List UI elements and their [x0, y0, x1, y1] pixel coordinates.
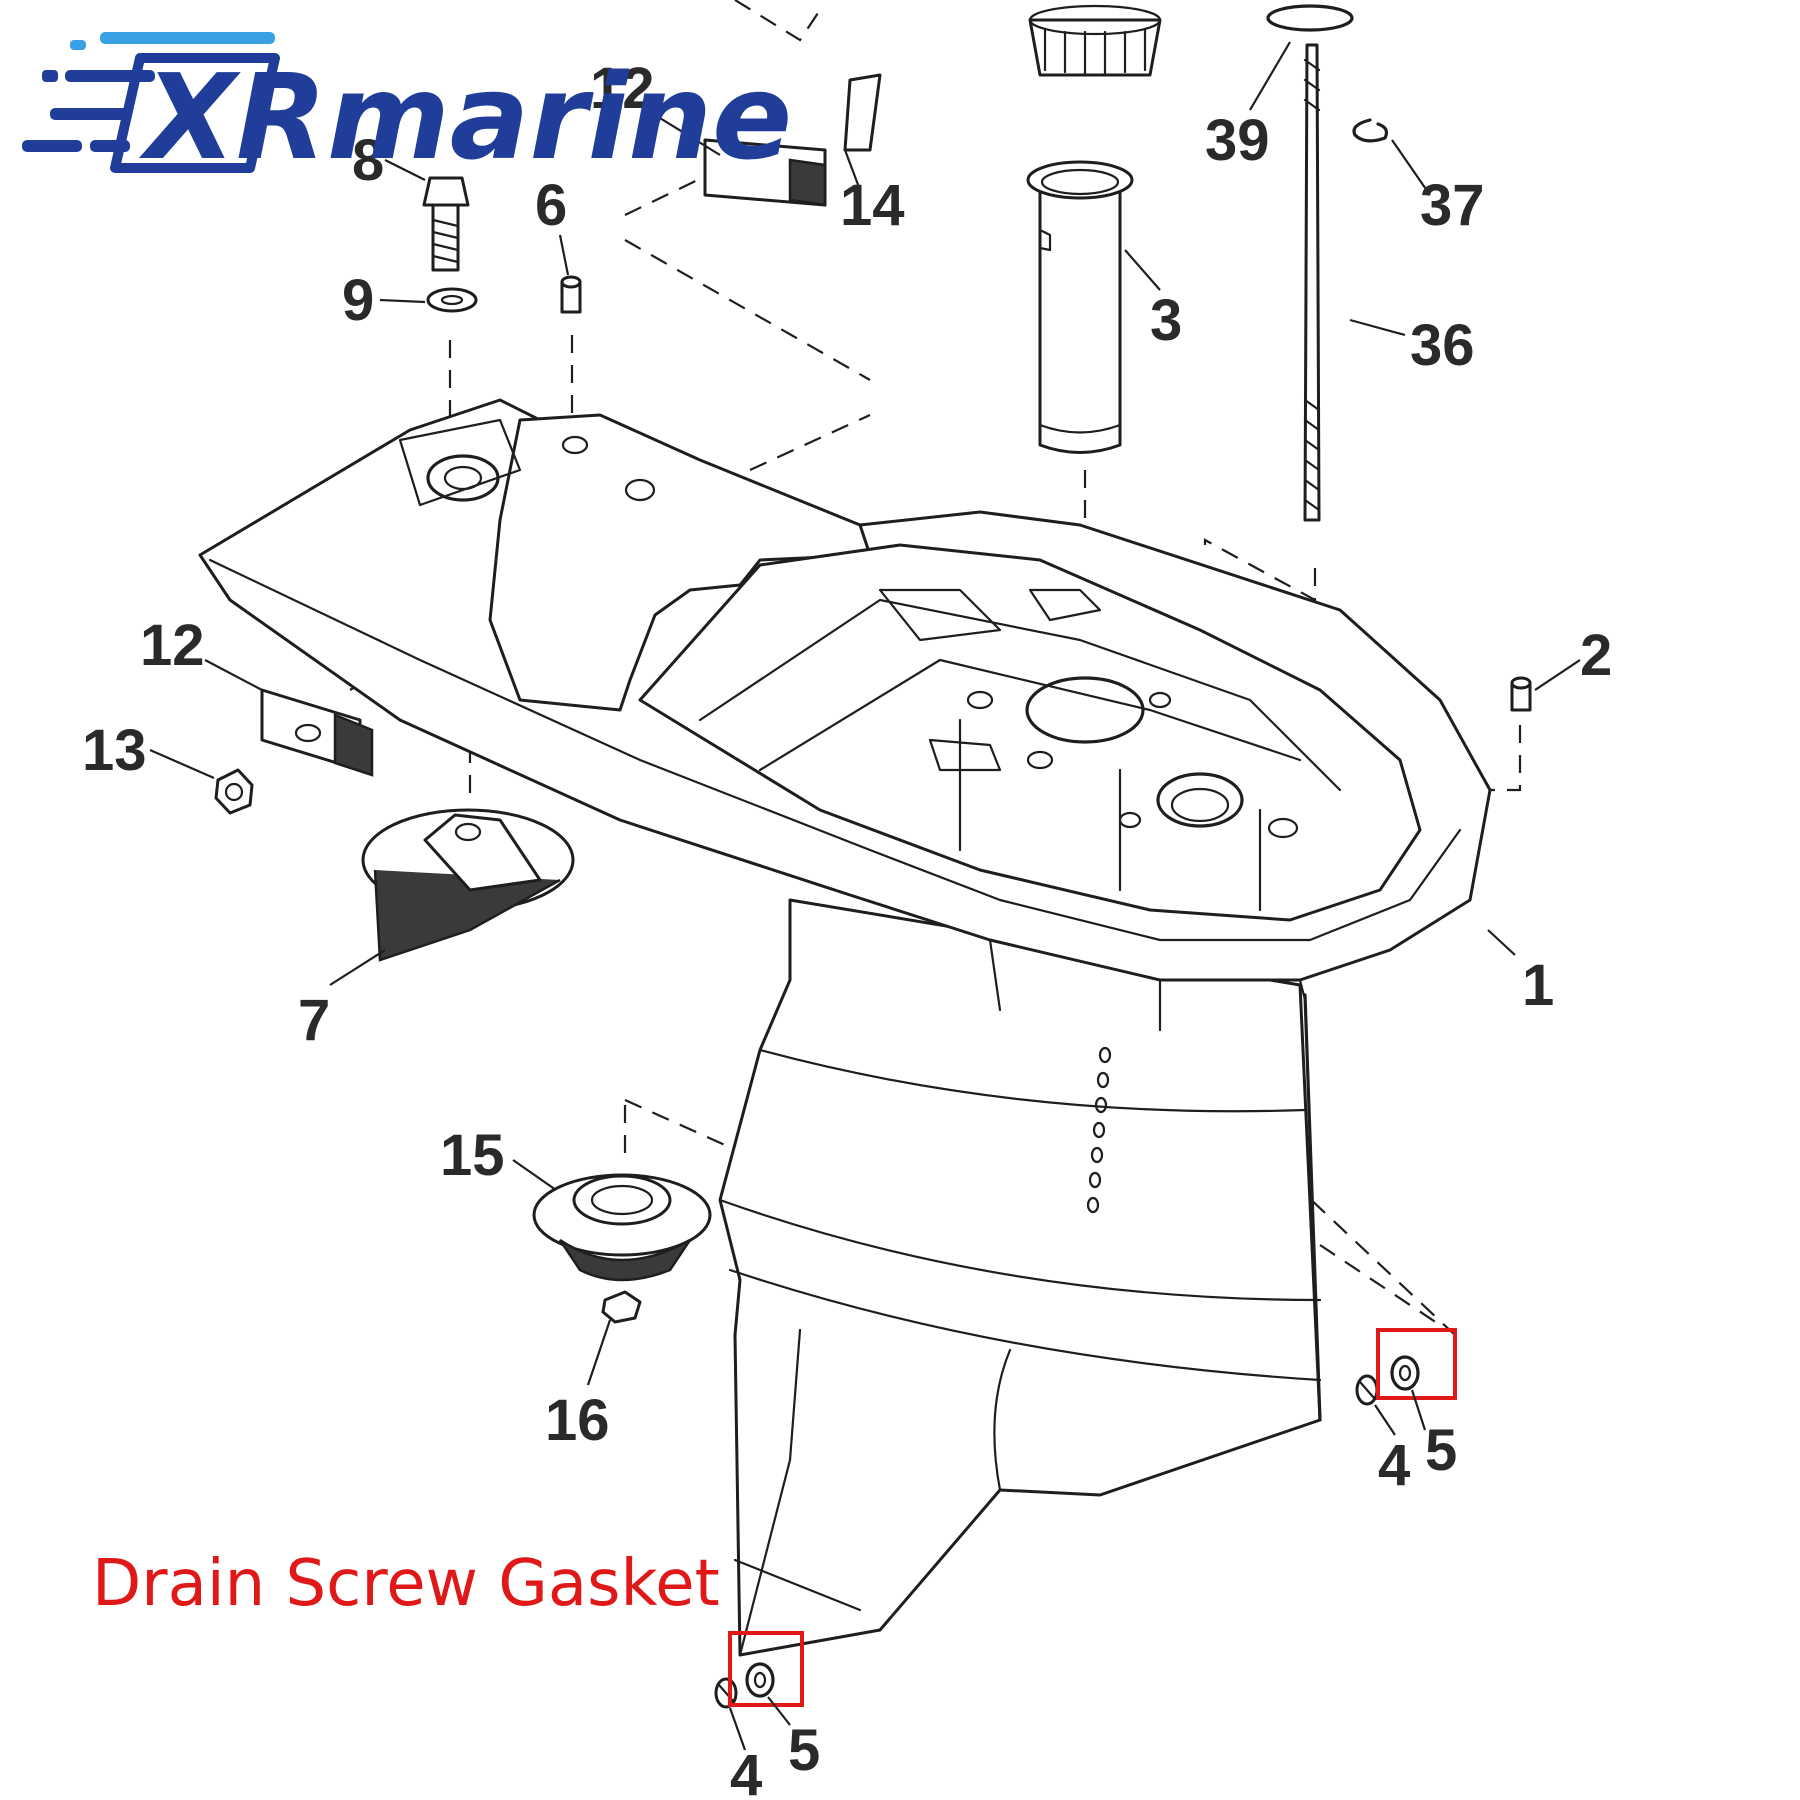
part-label-14: 14 — [840, 173, 905, 238]
part-label-39: 39 — [1205, 108, 1270, 173]
part-label-37: 37 — [1420, 173, 1485, 238]
xrmarine-logo: XRmarine — [22, 32, 792, 186]
drain-screw-gasket-lower — [745, 1662, 775, 1698]
anode-block-side — [260, 688, 374, 777]
logo-speed-line — [100, 32, 275, 44]
part-label-12-side: 12 — [140, 613, 205, 678]
pin-part-14 — [843, 73, 882, 152]
bearing-part — [1028, 4, 1162, 77]
logo-speed-line — [70, 40, 86, 50]
logo-speed-line — [50, 108, 130, 120]
e-clip-part-37 — [1352, 118, 1389, 143]
stud-part-36 — [1303, 43, 1321, 522]
logo-wordmark: XRmarine — [139, 48, 792, 186]
part-label-36: 36 — [1410, 313, 1475, 378]
part-label-13: 13 — [82, 718, 147, 783]
part-label-8: 8 — [352, 128, 384, 193]
drain-screw-upper — [1355, 1374, 1379, 1406]
drain-screw-lower — [714, 1677, 738, 1709]
part-label-16: 16 — [545, 1388, 610, 1453]
part-label-9: 9 — [342, 268, 374, 333]
anode-block-top — [703, 138, 827, 207]
nut-part-16 — [601, 1290, 642, 1324]
o-ring-part-39 — [1266, 4, 1354, 32]
part-number-labels: 12 8 14 6 9 39 37 3 36 12 13 2 7 1 15 16… — [82, 56, 1612, 1800]
part-label-7: 7 — [298, 988, 330, 1053]
part-label-4-upper: 4 — [1378, 1433, 1410, 1498]
part-label-5-lower: 5 — [788, 1718, 820, 1783]
dowel-pin-part-6 — [560, 275, 582, 314]
tube-part-3 — [1026, 160, 1134, 454]
drain-screw-gasket-caption: Drain Screw Gasket — [92, 1547, 720, 1621]
part-label-12-top: 12 — [590, 56, 655, 121]
nut-part-13 — [214, 768, 254, 815]
washer-hole — [440, 294, 464, 306]
gearcase-housing — [198, 398, 1492, 1657]
highlight-box-lower — [728, 1631, 804, 1707]
logo-speed-line — [22, 140, 82, 152]
highlight-box-upper — [1376, 1328, 1457, 1400]
bolt-part-8 — [422, 176, 470, 272]
part-label-4-lower: 4 — [730, 1743, 762, 1800]
logo-x-badge — [110, 53, 280, 173]
part-label-3: 3 — [1150, 288, 1182, 353]
logo-speed-line — [42, 70, 58, 82]
leader-lines — [149, 41, 1581, 1751]
part-label-15: 15 — [440, 1123, 505, 1188]
part-label-5-upper: 5 — [1425, 1418, 1457, 1483]
drain-screw-gasket-upper — [1390, 1355, 1420, 1391]
washer-part-9 — [426, 287, 478, 313]
part-label-6: 6 — [535, 173, 567, 238]
trim-tab-part-7 — [361, 808, 575, 962]
part-label-2: 2 — [1580, 623, 1612, 688]
pin-part-2 — [1510, 676, 1532, 712]
grommet-part-15 — [532, 1173, 712, 1282]
part-label-1: 1 — [1522, 953, 1554, 1018]
